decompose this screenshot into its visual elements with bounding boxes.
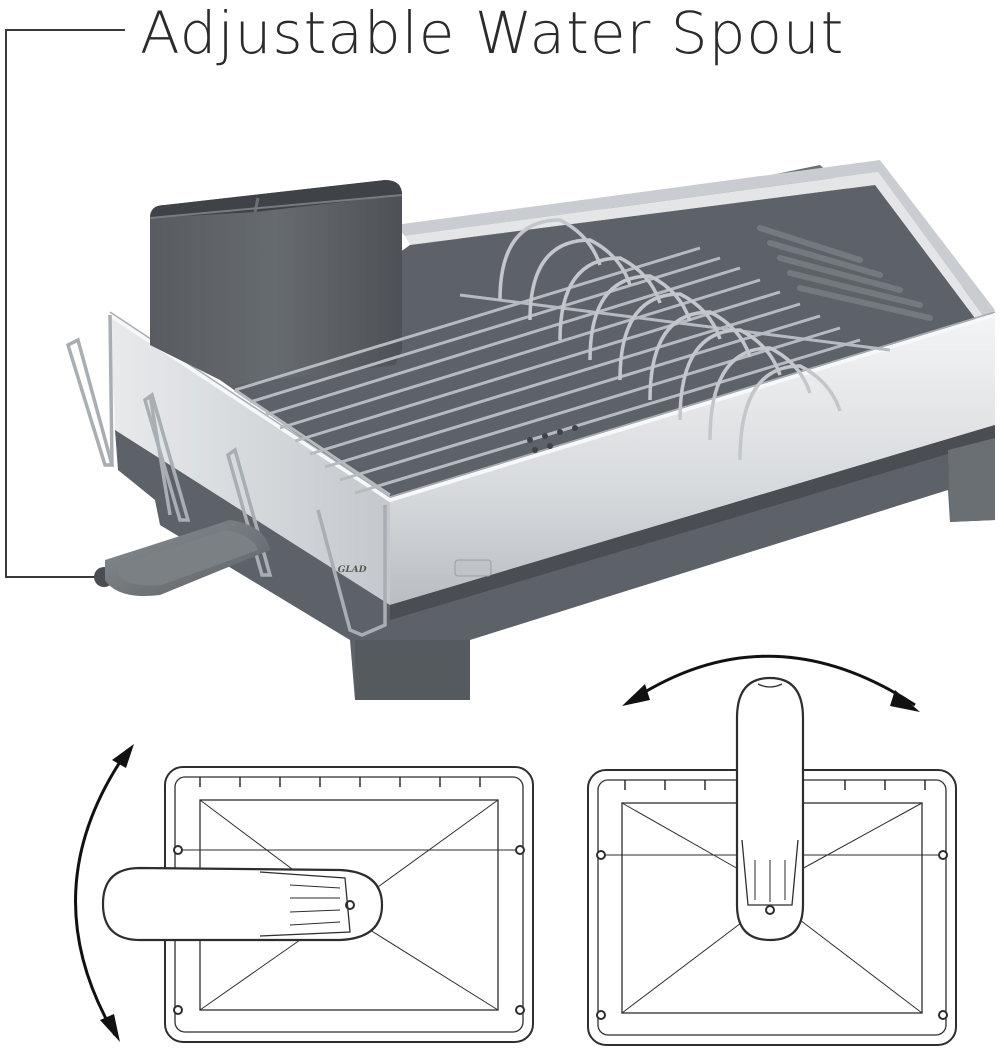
callout-leader	[5, 29, 125, 587]
curved-double-arrow-icon	[622, 654, 920, 712]
brand-mark: GLAD	[336, 564, 367, 575]
dish-rack	[65, 160, 996, 700]
feature-title: Adjustable Water Spout	[140, 0, 845, 67]
top-view-diagram-left	[101, 766, 534, 1043]
utensil-cup	[149, 180, 403, 385]
top-view-diagram-right	[587, 676, 957, 1046]
plate-wires	[498, 218, 842, 461]
curved-double-arrow-icon	[74, 744, 134, 1042]
side-wires	[65, 314, 387, 637]
water-spout	[105, 520, 270, 596]
